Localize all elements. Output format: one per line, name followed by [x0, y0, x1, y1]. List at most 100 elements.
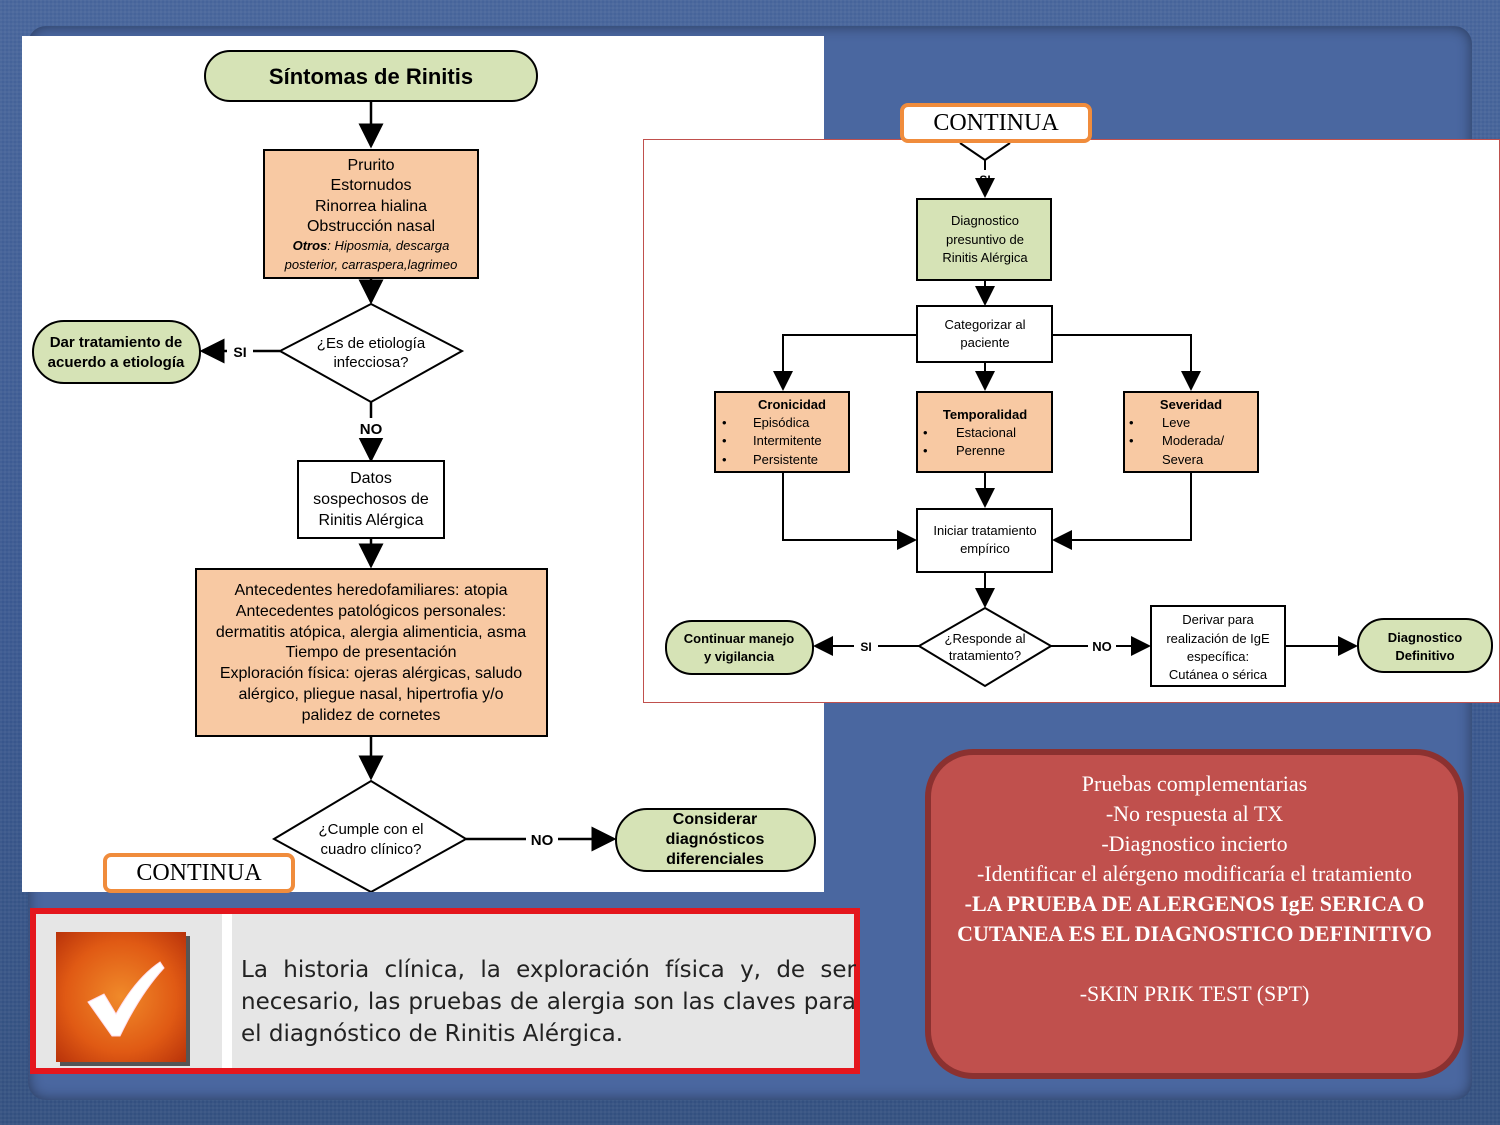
- empiric-treatment-box: [916, 508, 1053, 573]
- presumptive-diagnosis-box: [916, 198, 1052, 281]
- symptoms-box: [263, 149, 479, 279]
- tests-item: -Diagnostico incierto: [1101, 831, 1288, 856]
- presumptive-line: presuntivo de: [946, 232, 1024, 247]
- tests-definitive: -LA PRUEBA DE ALERGENOS IgE SERICA O CUT…: [957, 891, 1432, 946]
- infectious-question: ¿Es de etiología: [317, 335, 426, 352]
- start-terminal: [204, 50, 538, 102]
- treat-etiology-label: Dar tratamiento de: [50, 334, 183, 351]
- no-label-bg: [526, 829, 558, 849]
- treat-etiology-terminal: [32, 320, 201, 384]
- response-question: tratamiento?: [949, 648, 1021, 663]
- continue-line: y vigilancia: [704, 649, 775, 664]
- infectious-question: infecciosa?: [333, 354, 408, 371]
- bullet: •: [722, 415, 727, 430]
- history-line: palidez de cornetes: [302, 707, 441, 724]
- differential-label: diferenciales: [666, 851, 764, 868]
- refer-line: específica:: [1187, 649, 1249, 664]
- refer-line: Cutánea o sérica: [1169, 667, 1268, 682]
- yes-label: SI: [860, 640, 871, 654]
- refer-line: realización de IgE: [1166, 631, 1270, 646]
- bullet: •: [923, 425, 928, 440]
- suspicious-data-box: [297, 460, 445, 539]
- bullet: •: [923, 443, 928, 458]
- yes-label: SI: [979, 173, 990, 187]
- no-label: NO: [360, 421, 383, 438]
- yes-label-bg: [854, 637, 878, 655]
- history-line: Exploración física: ojeras alérgicas, sa…: [220, 665, 522, 682]
- response-decision: [917, 606, 1053, 688]
- tests-spt: -SKIN PRIK TEST (SPT): [1079, 981, 1310, 1006]
- bullet: •: [722, 433, 727, 448]
- differential-terminal: [615, 808, 816, 872]
- suspicious-line: sospechosos de: [313, 491, 429, 508]
- definitive-line: Definitivo: [1395, 648, 1454, 663]
- tests-gap: [931, 949, 1458, 979]
- severity-box: [1123, 391, 1259, 473]
- differential-label: diagnósticos: [666, 831, 765, 848]
- symptom-item: Estornudos: [331, 177, 412, 194]
- chronicity-item: Persistente: [753, 452, 818, 467]
- bullet: •: [1129, 415, 1134, 430]
- response-question: ¿Responde al: [945, 631, 1026, 646]
- suspicious-line: Datos: [350, 470, 392, 487]
- empiric-line: empírico: [960, 541, 1010, 556]
- chronicity-item: Episódica: [753, 415, 810, 430]
- temporality-box: [916, 391, 1053, 473]
- tests-item: -No respuesta al TX: [1105, 801, 1284, 826]
- temporality-item: Perenne: [956, 443, 1005, 458]
- symptoms-others-cont: posterior, carraspera,lagrimeo: [284, 257, 458, 272]
- no-label-bg: [355, 418, 387, 438]
- clinical-question: cuadro clínico?: [321, 841, 422, 858]
- treat-etiology-label: acuerdo a etiología: [48, 354, 185, 371]
- history-box: [195, 568, 548, 737]
- history-line: alérgico, pliegue nasal, hipertrofia y/o: [238, 686, 503, 703]
- note-text: La historia clínica, la exploración físi…: [241, 957, 856, 1047]
- severity-item: Leve: [1162, 415, 1190, 430]
- start-label: Síntomas de Rinitis: [269, 64, 473, 89]
- yes-label: SI: [233, 344, 246, 360]
- checkmark-tile: [56, 932, 186, 1062]
- categorize-line: Categorizar al: [945, 317, 1026, 332]
- history-line: Tiempo de presentación: [285, 644, 456, 661]
- yes-label-bg: [227, 341, 253, 361]
- clinical-question: ¿Cumple con el: [318, 821, 423, 838]
- right-flowchart-svg: SI Diagnostico presuntivo de Rinitis Alé…: [665, 142, 1493, 688]
- no-label-bg: [1088, 637, 1116, 655]
- refer-line: Derivar para: [1182, 612, 1254, 627]
- severity-item: Moderada/: [1162, 433, 1225, 448]
- no-label: NO: [531, 832, 554, 849]
- left-flowchart-svg: Síntomas de Rinitis Prurito Estornudos R…: [32, 50, 816, 894]
- symptoms-others: Otros: Hiposmia, descarga: [293, 238, 450, 253]
- categorize-line: paciente: [960, 335, 1009, 350]
- severity-item: Severa: [1162, 452, 1204, 467]
- temporality-item: Estacional: [956, 425, 1016, 440]
- categorize-box: [916, 305, 1053, 363]
- continua-label-top: CONTINUA: [900, 103, 1092, 143]
- symptom-item: Prurito: [347, 157, 394, 174]
- continue-line: Continuar manejo: [684, 631, 795, 646]
- chronicity-item: Intermitente: [753, 433, 822, 448]
- tests-item: -Identificar el alérgeno modificaría el …: [976, 861, 1413, 886]
- history-line: Antecedentes heredofamiliares: atopia: [234, 582, 507, 599]
- refer-box: [1150, 605, 1286, 687]
- continua-label-bottom: CONTINUA: [103, 853, 295, 893]
- empiric-line: Iniciar tratamiento: [933, 523, 1036, 538]
- chronicity-title: Cronicidad: [758, 397, 826, 412]
- no-label: NO: [1092, 639, 1112, 654]
- checkmark-icon: [87, 961, 165, 1037]
- note-divider: [222, 914, 232, 1068]
- differential-label: Considerar: [673, 811, 757, 828]
- presumptive-line: Rinitis Alérgica: [942, 250, 1028, 265]
- tests-title: Pruebas complementarias: [1081, 771, 1308, 796]
- symptom-item: Obstrucción nasal: [307, 218, 435, 235]
- bullet: •: [722, 452, 727, 467]
- symptom-item: Rinorrea hialina: [315, 198, 427, 215]
- definitive-terminal: [1357, 618, 1493, 673]
- right-flowchart: SI Diagnostico presuntivo de Rinitis Alé…: [643, 139, 1500, 703]
- suspicious-line: Rinitis Alérgica: [319, 512, 424, 529]
- presumptive-line: Diagnostico: [951, 213, 1019, 228]
- diamond-continuation: [959, 142, 1011, 162]
- history-line: dermatitis atópica, alergia alimenticia,…: [216, 624, 526, 641]
- infectious-decision: [277, 302, 465, 404]
- history-line: Antecedentes patológicos personales:: [236, 603, 506, 620]
